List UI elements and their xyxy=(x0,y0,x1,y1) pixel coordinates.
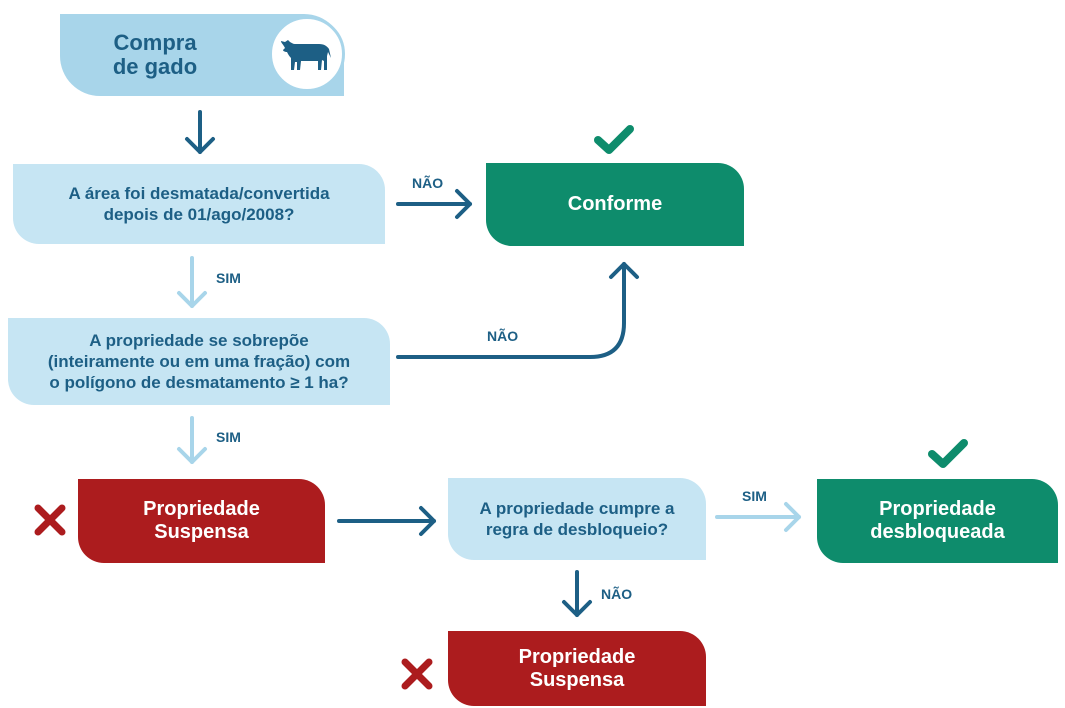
edge-label-q2-sim: SIM xyxy=(216,429,241,445)
suspended-property-node: Propriedade Suspensa xyxy=(78,479,325,563)
suspended-label-2: Propriedade Suspensa xyxy=(518,645,636,691)
check-icon xyxy=(594,125,634,154)
suspended-label-1: Propriedade Suspensa xyxy=(143,498,260,543)
question-overlaps-deforestation: A propriedade se sobrepõe (inteiramente … xyxy=(8,318,390,405)
edge-label-q3-sim: SIM xyxy=(742,488,767,504)
suspended-property-node-2: Propriedade Suspensa xyxy=(448,631,706,706)
arrow-start-to-q1 xyxy=(185,110,215,154)
start-label: Compra de gado xyxy=(112,30,198,79)
edge-label-q2-nao: NÃO xyxy=(487,328,519,344)
arrow-q3-to-suspensa2 xyxy=(562,570,592,617)
arrow-q2-to-conforme xyxy=(396,262,639,359)
arrow-q1-to-q2 xyxy=(177,256,207,308)
check-icon xyxy=(928,439,968,468)
arrow-suspensa-to-q3 xyxy=(337,506,436,536)
x-icon xyxy=(401,658,433,690)
question-deforested-after-2008: A área foi desmatada/convertida depois d… xyxy=(13,164,385,244)
arrow-q2-to-suspensa xyxy=(177,416,207,464)
question-1-text: A área foi desmatada/convertida depois d… xyxy=(68,184,330,224)
unblocked-property-node: Propriedade desbloqueada xyxy=(817,479,1058,563)
arrow-q3-to-desbloqueada xyxy=(715,502,801,532)
conforme-label: Conforme xyxy=(567,193,663,215)
unblocked-label: Propriedade desbloqueada xyxy=(870,498,1005,543)
question-unblock-rule: A propriedade cumpre a regra de desbloqu… xyxy=(448,478,706,560)
arrow-q1-to-conforme xyxy=(396,189,472,219)
cow-icon xyxy=(269,16,345,92)
x-icon xyxy=(34,504,66,536)
edge-label-q1-nao: NÃO xyxy=(412,175,444,191)
question-3-text: A propriedade cumpre a regra de desbloqu… xyxy=(479,499,675,539)
edge-label-q1-sim: SIM xyxy=(216,270,241,286)
edge-label-q3-nao: NÃO xyxy=(601,586,633,602)
question-2-text: A propriedade se sobrepõe (inteiramente … xyxy=(47,331,351,392)
conforme-node: Conforme xyxy=(486,163,744,246)
